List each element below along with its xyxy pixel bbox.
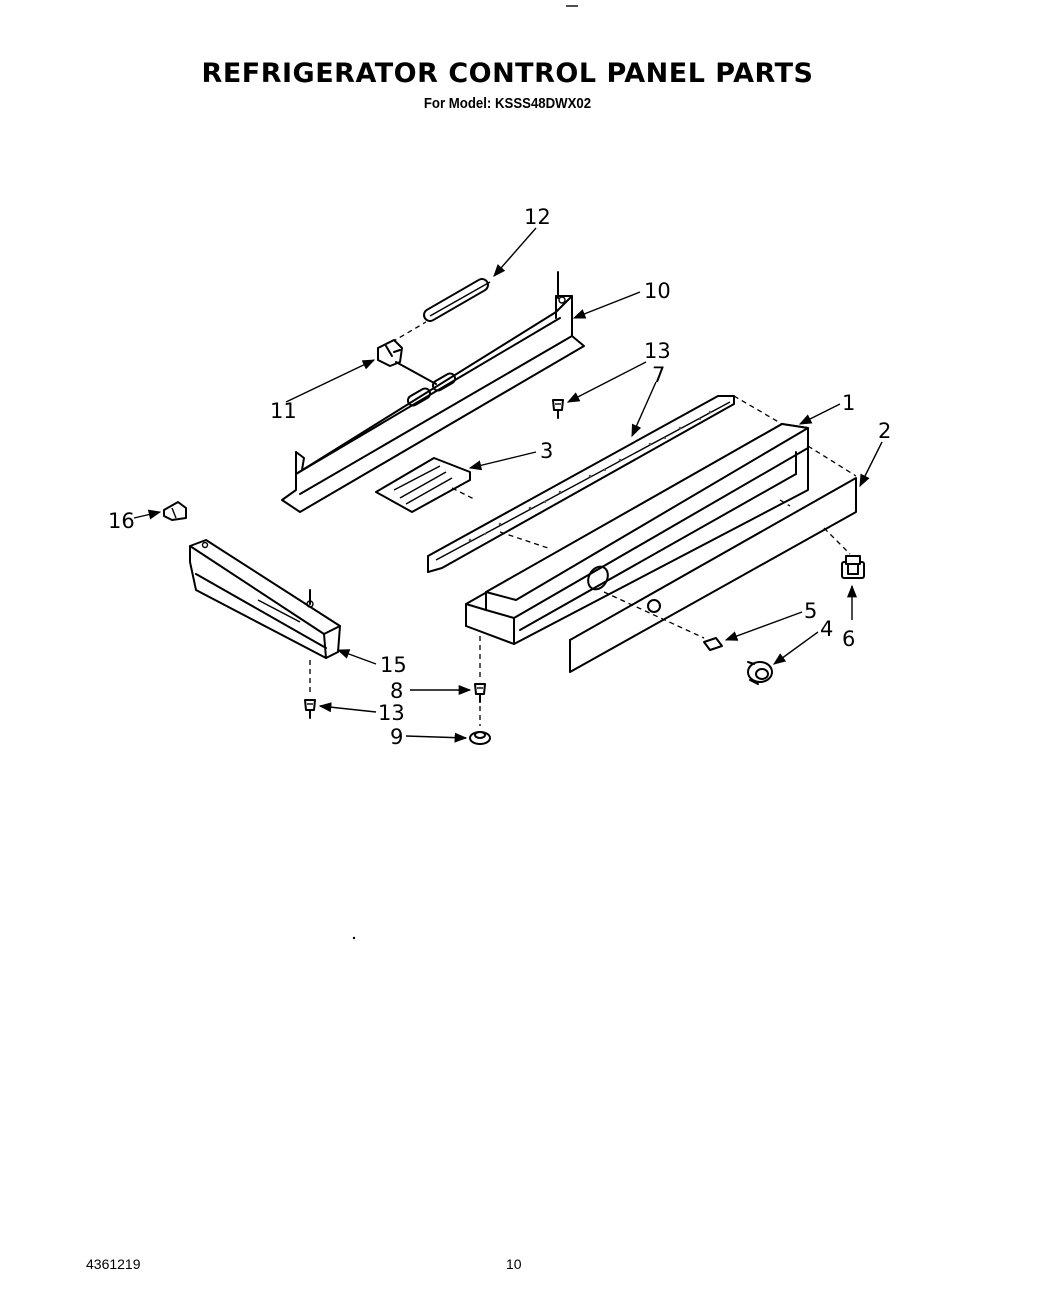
part-11-clip (377, 339, 437, 385)
callout-10: 10 (644, 279, 671, 303)
callout-11: 11 (270, 399, 297, 423)
page-title: REFRIGERATOR CONTROL PANEL PARTS (201, 58, 814, 89)
callout-3: 3 (540, 439, 553, 463)
callout-15: 15 (380, 653, 407, 677)
part-5-clip (703, 637, 723, 651)
callout-13-upper: 13 (644, 339, 671, 363)
part-2-trim (569, 477, 857, 673)
part-1-housing (465, 395, 857, 680)
part-15-lower-bracket (189, 539, 341, 696)
leader-lines (133, 227, 883, 743)
callout-4: 4 (820, 617, 833, 641)
part-8-screw (474, 683, 486, 726)
part-6-switch (841, 555, 865, 579)
callout-1: 1 (842, 391, 855, 415)
part-3-plate (375, 457, 477, 513)
part-10-bracket (281, 271, 585, 513)
document-number: 4361219 (86, 1256, 141, 1272)
part-9-washer (469, 731, 491, 745)
callout-12: 12 (524, 205, 551, 229)
callout-16: 16 (108, 509, 135, 533)
callout-7: 7 (652, 363, 665, 387)
callout-8: 8 (390, 679, 403, 703)
part-7-gasket (427, 395, 735, 573)
part-16-clip (163, 501, 187, 521)
model-subtitle: For Model: KSSS48DWX02 (423, 95, 592, 112)
callout-6: 6 (842, 627, 855, 651)
page-number: 10 (506, 1256, 522, 1272)
callout-13-lower: 13 (378, 701, 405, 725)
part-4-knob (747, 661, 773, 685)
scan-dot (352, 936, 356, 940)
callout-5: 5 (804, 599, 817, 623)
callout-2: 2 (878, 419, 891, 443)
callout-9: 9 (390, 725, 403, 749)
part-13-screw-upper (552, 399, 564, 419)
part-13-screw-lower (304, 699, 316, 719)
part-12-sensor (391, 278, 491, 343)
